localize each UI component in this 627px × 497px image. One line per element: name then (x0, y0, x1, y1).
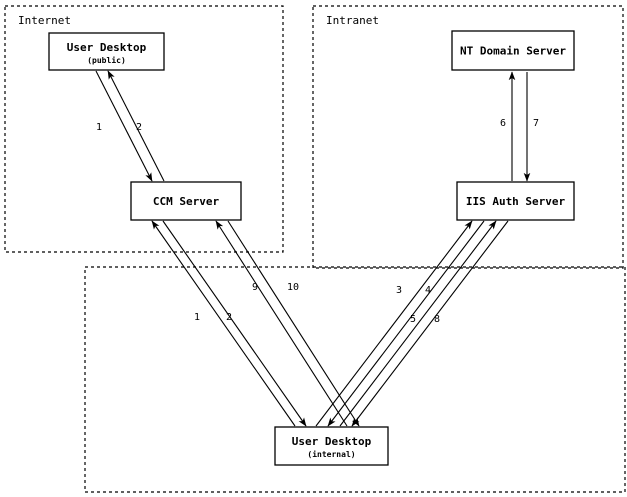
node-box-iis-auth-server[interactable] (456, 181, 575, 221)
node-box-user-desktop-public[interactable] (48, 32, 165, 71)
zone-internet: Internet (4, 5, 284, 253)
flow-arrow-edge-9 (215, 220, 348, 427)
flow-arrow-edge-1-internal (151, 220, 296, 427)
node-title-user-desktop-public: User Desktop (67, 41, 147, 54)
zone-boundaries: Internet Intranet (4, 5, 626, 493)
flow-label-edge-8: 8 (434, 314, 440, 325)
node-title-user-desktop-internal: User Desktop (292, 435, 372, 448)
node-subtitle-user-desktop-internal: (internal) (307, 449, 355, 459)
flow-label-edge-2-public: 2 (136, 122, 142, 133)
flow-arrow-edge-5 (339, 220, 497, 427)
flow-arrow-edge-10 (227, 220, 360, 427)
node-title-ccm-server: CCM Server (153, 195, 220, 208)
node-user-desktop-public[interactable]: User Desktop(public) (48, 32, 165, 71)
flow-label-edge-3: 3 (396, 285, 402, 296)
flow-label-edge-1-public: 1 (96, 122, 102, 133)
flow-label-edge-5: 5 (410, 314, 416, 325)
zone-border-intranet (312, 5, 624, 269)
zone-border-internet (4, 5, 284, 253)
flow-label-edge-6: 6 (500, 118, 506, 129)
edge-sequence-labels: 1 2 1 2 9 10 3 4 5 8 6 7 (96, 118, 539, 325)
flow-label-edge-9: 9 (252, 282, 258, 293)
flow-label-edge-2-internal: 2 (226, 312, 232, 323)
node-box-nt-domain-server[interactable] (451, 30, 575, 71)
zone-border-internal (84, 266, 626, 493)
zone-internal (84, 266, 626, 493)
node-box-user-desktop-internal[interactable] (274, 426, 389, 466)
flow-arrow-edge-8 (351, 220, 509, 427)
flow-arrow-edge-4 (327, 220, 485, 427)
flow-arrow-edge-1-public (95, 70, 153, 182)
node-title-iis-auth-server: IIS Auth Server (466, 195, 566, 208)
flow-label-edge-1-internal: 1 (194, 312, 200, 323)
message-flow-edges (95, 70, 531, 427)
flow-label-edge-10: 10 (287, 282, 299, 293)
flow-label-edge-4: 4 (425, 285, 431, 296)
zone-label-internet: Internet (18, 14, 71, 27)
zone-intranet: Intranet (312, 5, 624, 269)
node-user-desktop-internal[interactable]: User Desktop(internal) (274, 426, 389, 466)
flow-arrow-edge-3 (315, 220, 473, 427)
node-ccm-server[interactable]: CCM Server (130, 181, 242, 221)
flow-label-edge-7: 7 (533, 118, 539, 129)
flow-arrow-edge-2-public (107, 70, 165, 182)
node-nt-domain-server[interactable]: NT Domain Server (451, 30, 575, 71)
node-title-nt-domain-server: NT Domain Server (460, 45, 566, 58)
node-box-ccm-server[interactable] (130, 181, 242, 221)
flow-arrow-edge-2-internal (162, 220, 307, 427)
node-subtitle-user-desktop-public: (public) (87, 55, 126, 65)
node-iis-auth-server[interactable]: IIS Auth Server (456, 181, 575, 221)
zone-label-intranet: Intranet (326, 14, 379, 27)
